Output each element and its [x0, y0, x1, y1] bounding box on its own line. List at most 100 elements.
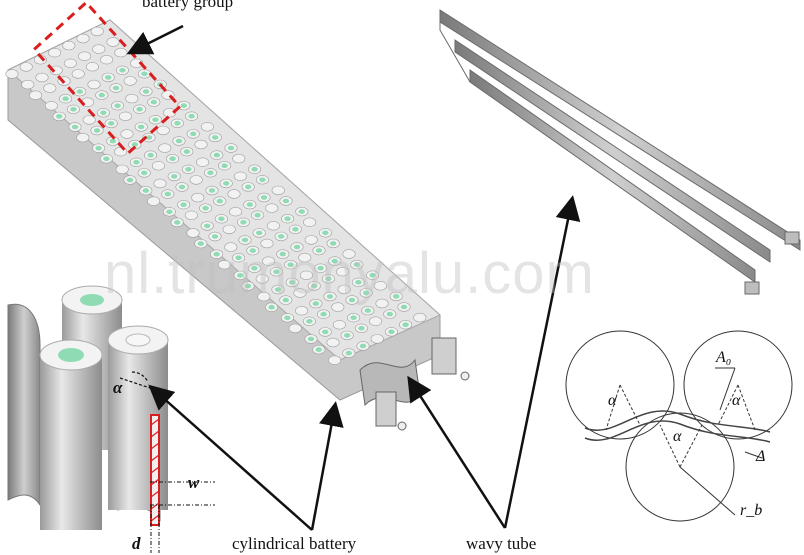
battery-cell-top [130, 58, 144, 68]
battery-cell-cap [244, 283, 252, 289]
geometry-circle-bottom [625, 412, 735, 522]
battery-cell-top [265, 203, 279, 213]
battery-cell-cap [279, 251, 286, 257]
battery-cell-top [153, 178, 167, 189]
battery-cell-cap [103, 156, 110, 162]
battery-cell-top [342, 249, 356, 259]
battery-cell-cap [185, 167, 192, 172]
battery-cell-cap [254, 212, 261, 218]
battery-cell-cap [171, 174, 178, 179]
battery-cell-cap [70, 107, 77, 112]
tube-end-fitting [784, 231, 800, 245]
battery-cell-top [326, 337, 340, 348]
battery-cell-cap [166, 209, 173, 215]
battery-cell-cap [400, 304, 408, 310]
detail-alpha-label: α [113, 378, 123, 397]
wavy-tube-4 [439, 22, 471, 83]
battery-cell-top [158, 143, 172, 153]
wavy-tube-assembly [439, 9, 801, 295]
battery-cell-cap [131, 142, 138, 147]
battery-cell-top [82, 115, 96, 125]
alpha-angle-mark [119, 371, 151, 389]
battery-cell-cap [240, 220, 247, 225]
pack-tube-fittings [359, 337, 470, 431]
battery-cell-cap [197, 241, 204, 246]
battery-cell-top [373, 281, 387, 291]
battery-cell-top [232, 153, 246, 164]
tube-connector-nozzle [460, 371, 470, 381]
wavy-tube-1 [439, 9, 801, 251]
battery-cell-top [260, 238, 274, 249]
battery-cell-top [337, 284, 351, 295]
battery-cell-top [303, 217, 317, 227]
d-label: d [132, 534, 141, 553]
battery-cell-top [271, 185, 285, 196]
cylindrical-battery-arrow [148, 384, 313, 531]
battery-cell-cap [95, 145, 102, 151]
battery-cell-cap [322, 230, 329, 236]
battery-cell-top [19, 62, 33, 72]
battery-cell-top [295, 306, 309, 316]
geometry-schematic [565, 330, 793, 522]
battery-cell-cap [293, 244, 301, 250]
battery-cell-top [48, 47, 62, 58]
battery-cell-cap [119, 68, 126, 73]
battery-cell-cap [273, 269, 280, 275]
battery-cell-cap [355, 280, 362, 285]
battery-cell-cap [183, 149, 190, 154]
battery-cell-top [71, 69, 85, 79]
battery-cell-top [100, 54, 114, 65]
battery-cell-top [196, 157, 210, 167]
battery-cell-cap [330, 241, 337, 246]
battery-cell-cap [71, 124, 79, 130]
battery-cell-cap [388, 329, 395, 335]
battery-cell-cap [241, 237, 249, 243]
battery-cell-cap [364, 308, 371, 313]
battery-cell-cap [213, 251, 220, 257]
battery-cell-cap [325, 276, 332, 282]
battery-cell-cap [284, 315, 291, 321]
battery-cell-cap [114, 103, 121, 108]
battery-cell-cap [282, 297, 289, 303]
battery-cell-top [413, 312, 427, 323]
battery-cell-cap [98, 92, 106, 98]
battery-cell-top [233, 171, 247, 182]
battery-cell-cap [211, 234, 219, 239]
battery-cell-cap [274, 287, 282, 292]
battery-cell-top [43, 83, 57, 93]
battery-cell-cap [251, 166, 258, 172]
battery-cell-cap [213, 152, 220, 158]
wavy-tube-label: wavy tube [466, 534, 537, 553]
wavy-tube-arrow [407, 375, 507, 529]
battery-cell-top [76, 33, 90, 44]
battery-cell-top [151, 161, 165, 171]
detail-wavy-tube [7, 303, 41, 507]
geometry-alpha-left: α [608, 392, 617, 409]
battery-cell-top [331, 302, 345, 312]
battery-cell-top [194, 139, 208, 150]
battery-cell-cap [284, 216, 291, 221]
battery-cell-top [62, 40, 76, 51]
battery-cell-cap [260, 195, 268, 200]
w-label: w [188, 473, 200, 492]
battery-cell-cap [138, 124, 145, 130]
geometry-delta-leader [744, 451, 763, 459]
battery-cell-cap [174, 121, 181, 126]
battery-cell-cap [268, 304, 275, 310]
tube-end-fitting [431, 337, 457, 375]
battery-cell-top [92, 44, 106, 54]
battery-cell-cap [312, 301, 319, 306]
battery-cell-top [5, 69, 19, 79]
battery-cell-cap [145, 135, 153, 140]
battery-cell-top [44, 101, 58, 111]
battery-cell-top [78, 51, 92, 61]
battery-cell-cap [386, 311, 393, 317]
battery-cell-cap [289, 280, 296, 285]
battery-cell-top [125, 93, 139, 104]
battery-cell-cap [142, 89, 150, 94]
battery-cell-cap [76, 89, 84, 94]
geometry-wavy-tube-inner [584, 420, 771, 443]
battery-cell-top [21, 79, 35, 90]
battery-cell-cap [363, 290, 370, 296]
battery-cell-cap [320, 311, 327, 317]
